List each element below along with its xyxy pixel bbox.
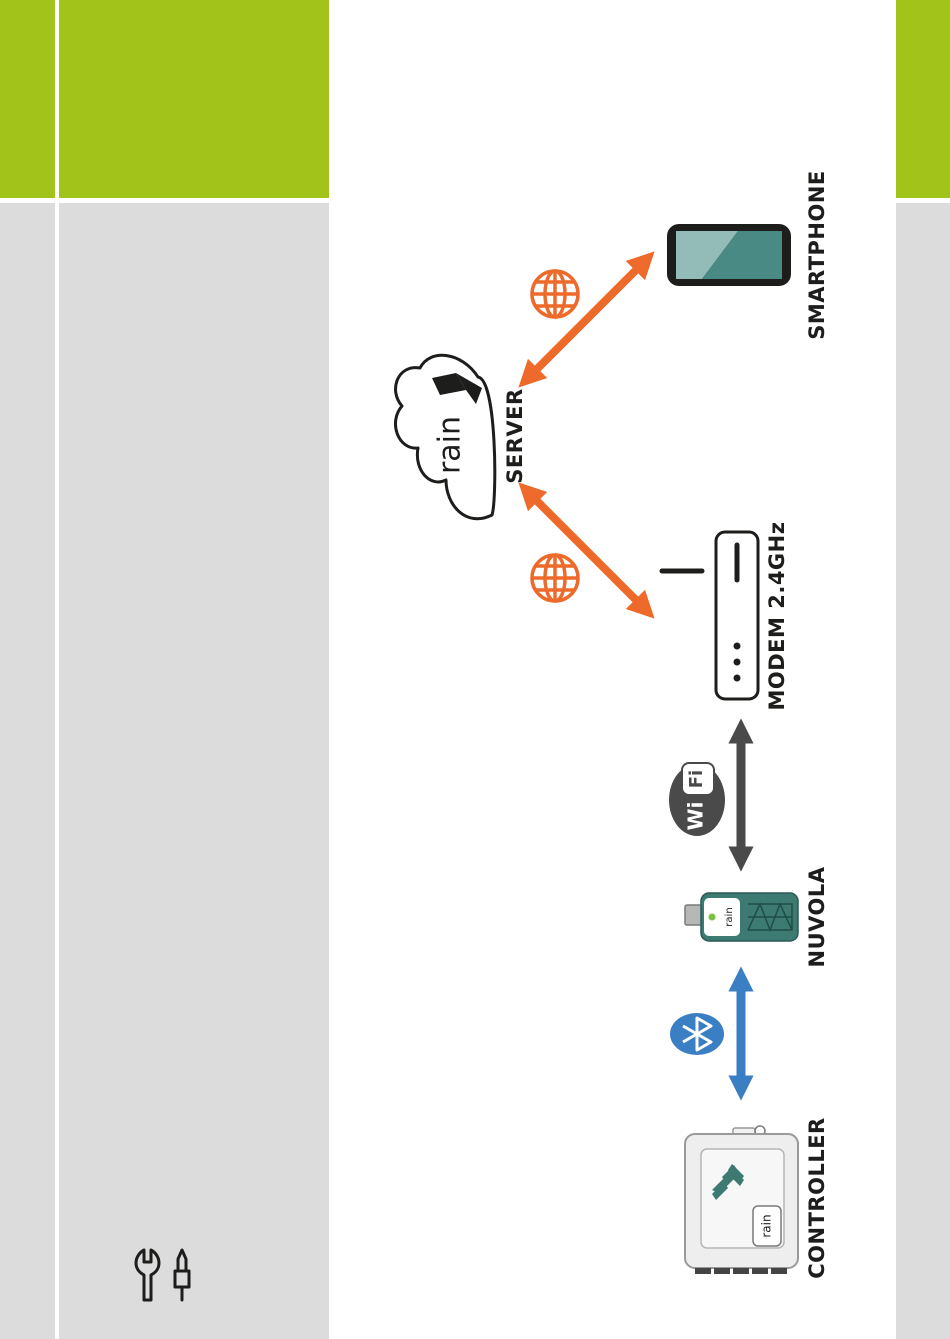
- server-cloud-icon: rain: [395, 355, 494, 518]
- wrench-screwdriver-icon: [136, 1250, 189, 1300]
- internet-arrow-server-smartphone: [528, 261, 645, 378]
- smartphone-icon: [667, 224, 791, 286]
- globe-icon: [532, 271, 578, 317]
- server-brand-text: rain: [433, 416, 468, 474]
- globe-icon: [532, 555, 578, 601]
- label-controller: CONTROLLER: [805, 1117, 829, 1278]
- wifi-fi-text: Fi: [686, 770, 707, 788]
- label-nuvola: NUVOLA: [805, 866, 829, 967]
- nuvola-device: rain: [685, 893, 798, 941]
- label-smartphone: SMARTPHONE: [805, 170, 829, 340]
- wifi-icon: Fi Wi: [669, 763, 725, 836]
- controller-brand-text: rain: [760, 1214, 774, 1237]
- label-modem: MODEM 2.4GHz: [765, 522, 789, 711]
- modem-device: [662, 532, 758, 699]
- wifi-wi-text: Wi: [684, 802, 708, 831]
- label-server: SERVER: [503, 388, 527, 483]
- controller-device: rain: [685, 1126, 798, 1274]
- bluetooth-icon: [670, 1013, 724, 1055]
- nuvola-brand-text: rain: [724, 907, 735, 926]
